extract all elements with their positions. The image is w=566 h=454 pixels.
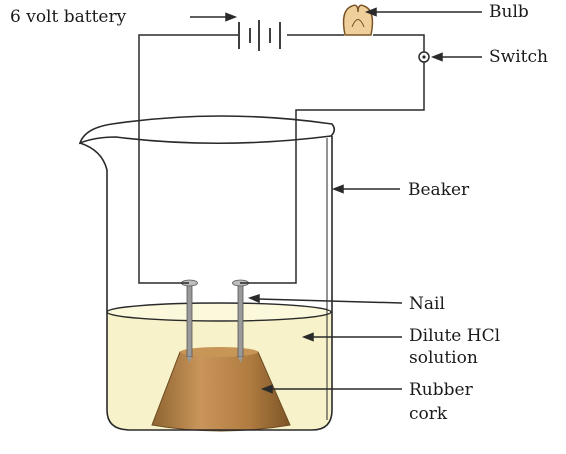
beaker-label: Beaker [408,180,470,200]
solution-label-line2: solution [409,348,478,368]
cork-label-line2: cork [409,404,448,424]
solution-label-line1: Dilute HCl [409,326,500,346]
bulb-label: Bulb [489,2,529,22]
battery-label: 6 volt battery [10,7,127,27]
circuit-wires [138,34,425,284]
cork-label-line1: Rubber [409,380,474,400]
bulb-icon [342,4,374,36]
battery-symbol [238,20,281,51]
nail-label: Nail [409,294,445,314]
switch-label: Switch [489,47,548,67]
label-pointers [190,7,482,394]
switch-icon [418,51,430,63]
beaker [78,115,336,431]
